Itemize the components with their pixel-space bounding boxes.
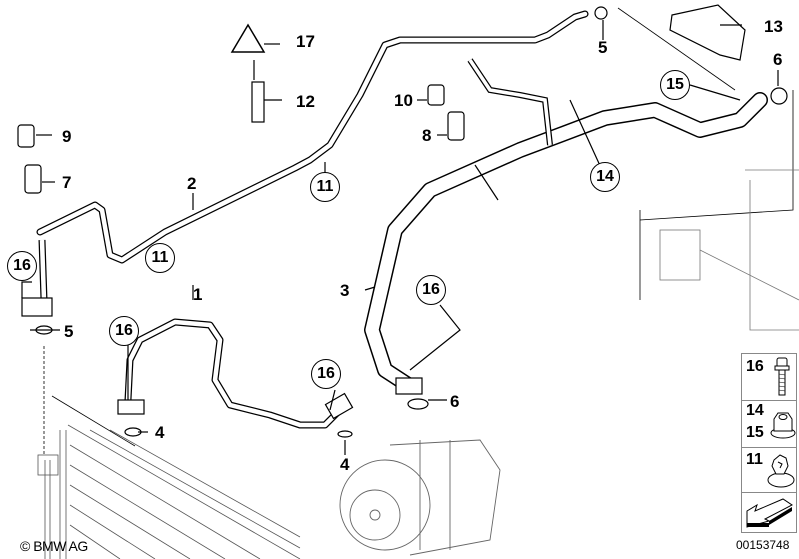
label-10: 10: [394, 91, 413, 110]
legend-row-arrow: [742, 493, 796, 532]
circled-label-16-line3: 16: [416, 275, 446, 305]
label-8: 8: [422, 126, 432, 145]
circled-label-11-mid: 11: [145, 243, 175, 273]
expansion-valve-area: [659, 169, 799, 331]
circled-label-14: 14: [590, 162, 620, 192]
label-7: 7: [62, 173, 72, 192]
label-12: 12: [296, 92, 315, 111]
label-6-right: 6: [773, 50, 783, 69]
diagram-part-number: 00153748: [736, 538, 790, 552]
legend-number: 15: [746, 424, 764, 441]
line-1: [124, 318, 342, 429]
condenser: [37, 424, 301, 559]
label-2: 2: [187, 174, 197, 193]
label-5-left: 5: [64, 322, 74, 341]
flange-nut-icon: [770, 412, 796, 439]
bolt-icon: [774, 357, 790, 396]
circled-label-15: 15: [660, 70, 690, 100]
legend-row-clip: 11: [742, 448, 796, 493]
legend-number: 16: [746, 358, 764, 375]
label-17: 17: [296, 32, 315, 51]
label-1: 1: [193, 285, 203, 304]
circled-label-11-top: 11: [310, 172, 340, 202]
legend-row-bolt: 16: [742, 354, 796, 401]
label-13: 13: [764, 17, 783, 36]
direction-arrow-icon: [746, 498, 793, 528]
fastener-legend: 16 14 15 11: [741, 353, 797, 533]
circled-label-16-compressor: 16: [311, 359, 341, 389]
label-3: 3: [340, 281, 350, 300]
label-4-left: 4: [155, 423, 165, 442]
compressor: [339, 439, 501, 556]
circled-label-16-left: 16: [7, 251, 37, 281]
label-9: 9: [62, 127, 72, 146]
legend-number: 11: [746, 451, 763, 468]
clip-nut-icon: [767, 454, 795, 488]
label-6-bottom: 6: [450, 392, 460, 411]
legend-row-nut: 14 15: [742, 401, 796, 448]
label-5-top: 5: [598, 38, 608, 57]
label-4-right: 4: [340, 455, 350, 474]
copyright-text: © BMW AG: [20, 538, 88, 554]
circled-label-16-line1: 16: [109, 316, 139, 346]
legend-number: 14: [746, 402, 764, 419]
